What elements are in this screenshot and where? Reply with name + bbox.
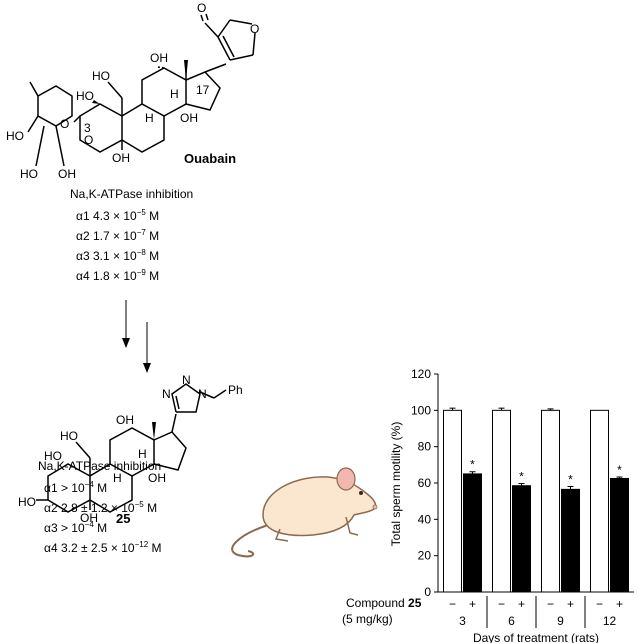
ouabain-oh-c11: OH	[150, 51, 168, 65]
compound25-inhibition-row: α2 2.8 ± 1.2 × 10−5 M	[44, 500, 158, 516]
significance-marker: *	[519, 470, 524, 484]
compound-label: Compound 25	[346, 596, 422, 610]
ouabain-c3-label: 3	[84, 121, 91, 135]
ouabain-glyco-o: O	[84, 133, 93, 147]
ouabain-inhibition-title: Na,K-ATPase inhibition	[70, 187, 194, 201]
treatment-sign: +	[469, 597, 476, 611]
category-label: 12	[603, 614, 617, 628]
y-axis-ticks: 0 20 40 60 80 100 120	[411, 367, 438, 599]
compound25-triazole	[171, 383, 227, 413]
category-label: 9	[557, 614, 564, 628]
y-axis-label: Total sperm motility (%)	[389, 422, 403, 547]
rat-front-leg	[345, 516, 359, 536]
bar-control	[492, 409, 511, 593]
rat-nose	[372, 504, 378, 510]
bar-treated	[512, 485, 531, 593]
bar-control	[443, 409, 462, 593]
ouabain-name: Ouabain	[184, 151, 237, 166]
rat-eye	[359, 491, 363, 495]
ouabain-sugar-o: O	[60, 117, 69, 131]
treatment-sign: −	[547, 597, 554, 611]
dose-label: (5 mg/kg)	[342, 612, 393, 626]
compound25-oh-c14: OH	[148, 471, 166, 485]
compound25-n3: N	[198, 387, 207, 401]
ouabain-oh-c14: OH	[180, 111, 198, 125]
y-tick-label: 40	[418, 512, 432, 526]
x-axis-categories: −+3−+6−+9−+12	[449, 596, 623, 628]
compound25-inhibition-title: Na,K-ATPase inhibition	[38, 459, 162, 473]
rat-tail	[231, 524, 269, 558]
compound25-ho-ch2: HO	[60, 429, 78, 443]
ouabain-sugar-oh3: OH	[58, 167, 76, 181]
sperm-motility-chart: 0 20 40 60 80 100 120 * * * * Total sperm motilit…	[342, 367, 634, 643]
compound25-h-c8: H	[138, 447, 147, 461]
ouabain-c17-label: 17	[196, 83, 210, 97]
compound25-ph: Ph	[228, 383, 243, 397]
compound25-oh-c11: OH	[116, 413, 134, 427]
ouabain-c1-wedge	[92, 100, 100, 104]
bar-treated	[561, 488, 580, 593]
ouabain-sugar-ho1: HO	[6, 129, 24, 143]
ouabain-butenolide	[200, 13, 256, 61]
significance-marker: *	[568, 472, 573, 486]
treatment-sign: +	[616, 597, 623, 611]
compound25-name: 25	[116, 511, 131, 526]
bar-control	[541, 409, 560, 593]
ouabain-h-c8: H	[170, 87, 179, 101]
ouabain-c13-wedge	[184, 60, 188, 80]
significance-marker: *	[617, 463, 622, 477]
ouabain-inhibition-row: α1 4.3 × 10−5 M	[76, 208, 160, 224]
category-label: 3	[459, 614, 466, 628]
y-tick-label: 0	[424, 585, 431, 599]
ouabain-structure: O O OH HO HO H H 17 OH 3 OH O O HO HO OH	[6, 1, 259, 181]
compound25-ho-c3: HO	[18, 495, 36, 509]
compound25-inhibition: Na,K-ATPase inhibition α1 > 10−4 M α2 2.…	[38, 456, 162, 558]
bar-treated	[610, 477, 629, 593]
compound25-inhibition-row: α4 3.2 ± 2.5 × 10−12 M	[44, 540, 162, 556]
compound25-c13-wedge	[152, 422, 156, 440]
significance-marker: *	[470, 458, 475, 472]
ouabain-inhibition-row: α2 1.7 × 10−7 M	[76, 228, 160, 244]
x-axis-label: Days of treatment (rats)	[473, 631, 599, 643]
compound25-structure: N N N Ph OH HO HO H H OH HO OH	[18, 373, 243, 525]
y-tick-label: 80	[418, 440, 432, 454]
treatment-sign: −	[596, 597, 603, 611]
ouabain-inhibition-row: α4 1.8 × 10−9 M	[76, 268, 160, 284]
compound25-oh-c5: OH	[80, 511, 98, 525]
ouabain-ring-o: O	[250, 22, 259, 36]
compound25-inhibition-row: α1 > 10−4 M	[44, 480, 108, 496]
bar-treated	[463, 473, 482, 593]
rat-illustration	[231, 467, 378, 558]
y-tick-label: 120	[411, 367, 431, 381]
ouabain-sugar-ho2: HO	[20, 167, 38, 181]
rat-ear	[336, 467, 356, 491]
y-tick-label: 60	[418, 476, 432, 490]
treatment-sign: +	[518, 597, 525, 611]
treatment-sign: −	[498, 597, 505, 611]
compound25-n2: N	[182, 373, 191, 387]
y-tick-label: 20	[418, 549, 432, 563]
ouabain-ho-ch2: HO	[92, 69, 110, 83]
compound25-h-c9: H	[113, 471, 122, 485]
bars: * * * *	[443, 407, 629, 593]
ouabain-ho-c1: HO	[76, 89, 94, 103]
ouabain-carbonyl-o: O	[197, 1, 206, 15]
bar-control	[590, 409, 609, 593]
ouabain-inhibition: Na,K-ATPase inhibition α1 4.3 × 10−5 M α…	[70, 184, 193, 286]
y-tick-label: 100	[411, 403, 431, 417]
treatment-sign: +	[567, 597, 574, 611]
ouabain-h-c9: H	[145, 111, 154, 125]
ouabain-inhibition-row: α3 3.1 × 10−8 M	[76, 248, 160, 264]
treatment-sign: −	[449, 597, 456, 611]
category-label: 6	[508, 614, 515, 628]
compound25-inhibition-row: α3 > 10−4 M	[44, 520, 108, 536]
compound25-n1: N	[162, 387, 171, 401]
compound25-ho-c1: HO	[44, 449, 62, 463]
rat-hind-leg	[274, 528, 289, 542]
ouabain-oh-c5: OH	[112, 151, 130, 165]
